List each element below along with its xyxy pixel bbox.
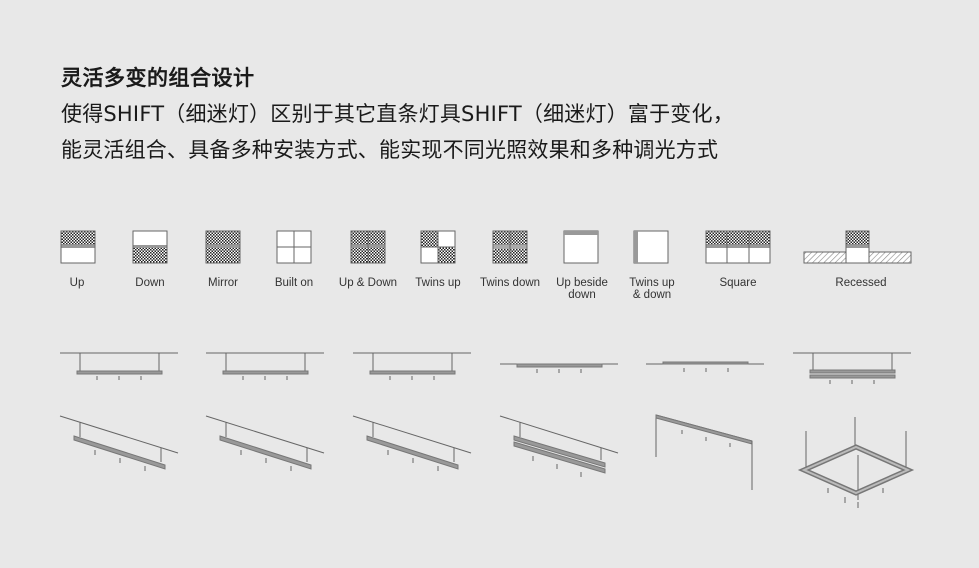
mode-label-twins-down: Twins down xyxy=(479,277,541,289)
mode-label-twins-up-and-down: Twins up & down xyxy=(629,277,675,301)
perspective-suspended-2 xyxy=(205,415,325,471)
description-line-2: 能灵活组合、具备多种安装方式、能实现不同光照效果和多种调光方式 xyxy=(61,138,719,162)
mode-icon-twins-up xyxy=(420,230,456,264)
mode-icon-built-on xyxy=(276,230,312,264)
mode-icon-square xyxy=(705,230,771,264)
elevation-row xyxy=(60,352,911,384)
mode-label-built-on: Built on xyxy=(274,277,314,289)
mode-icon-up-beside-down xyxy=(563,230,599,264)
elevation-suspended-double xyxy=(793,352,911,384)
elevation-suspended-2 xyxy=(206,352,324,380)
mode-label-mirror: Mirror xyxy=(207,277,239,289)
mode-label-square: Square xyxy=(719,277,757,289)
perspective-suspended-double xyxy=(499,415,619,477)
mode-icon-up xyxy=(60,230,96,264)
elevation-surface-1 xyxy=(500,363,618,373)
mode-label-twins-up: Twins up xyxy=(415,277,461,289)
perspective-square xyxy=(797,417,915,508)
perspective-row xyxy=(59,414,915,508)
perspective-suspended-3 xyxy=(352,415,472,471)
description-line-1: 使得SHIFT（细迷灯）区别于其它直条灯具SHIFT（细迷灯）富于变化， xyxy=(61,102,734,126)
section-description: 使得SHIFT（细迷灯）区别于其它直条灯具SHIFT（细迷灯）富于变化， 能灵活… xyxy=(61,96,961,168)
mode-label-recessed: Recessed xyxy=(835,277,887,289)
mode-label-down: Down xyxy=(135,277,165,289)
mode-icon-recessed xyxy=(803,230,912,264)
elevation-surface-2 xyxy=(646,361,764,372)
elevation-suspended-1 xyxy=(60,352,178,380)
mode-label-up-beside-down: Up beside down xyxy=(556,277,608,301)
mode-label-up: Up xyxy=(69,277,85,289)
mode-icon-twins-down xyxy=(492,230,528,264)
mode-icon-mirror xyxy=(205,230,241,264)
mode-label-up-and-down: Up & Down xyxy=(338,277,398,289)
perspective-corner xyxy=(655,414,753,490)
perspective-suspended-1 xyxy=(59,415,179,471)
mode-icon-twins-up-and-down xyxy=(633,230,669,264)
mode-icon-down xyxy=(132,230,168,264)
elevation-suspended-3 xyxy=(353,352,471,380)
mode-icon-up-and-down xyxy=(350,230,386,264)
section-title: 灵活多变的组合设计 xyxy=(61,66,255,90)
